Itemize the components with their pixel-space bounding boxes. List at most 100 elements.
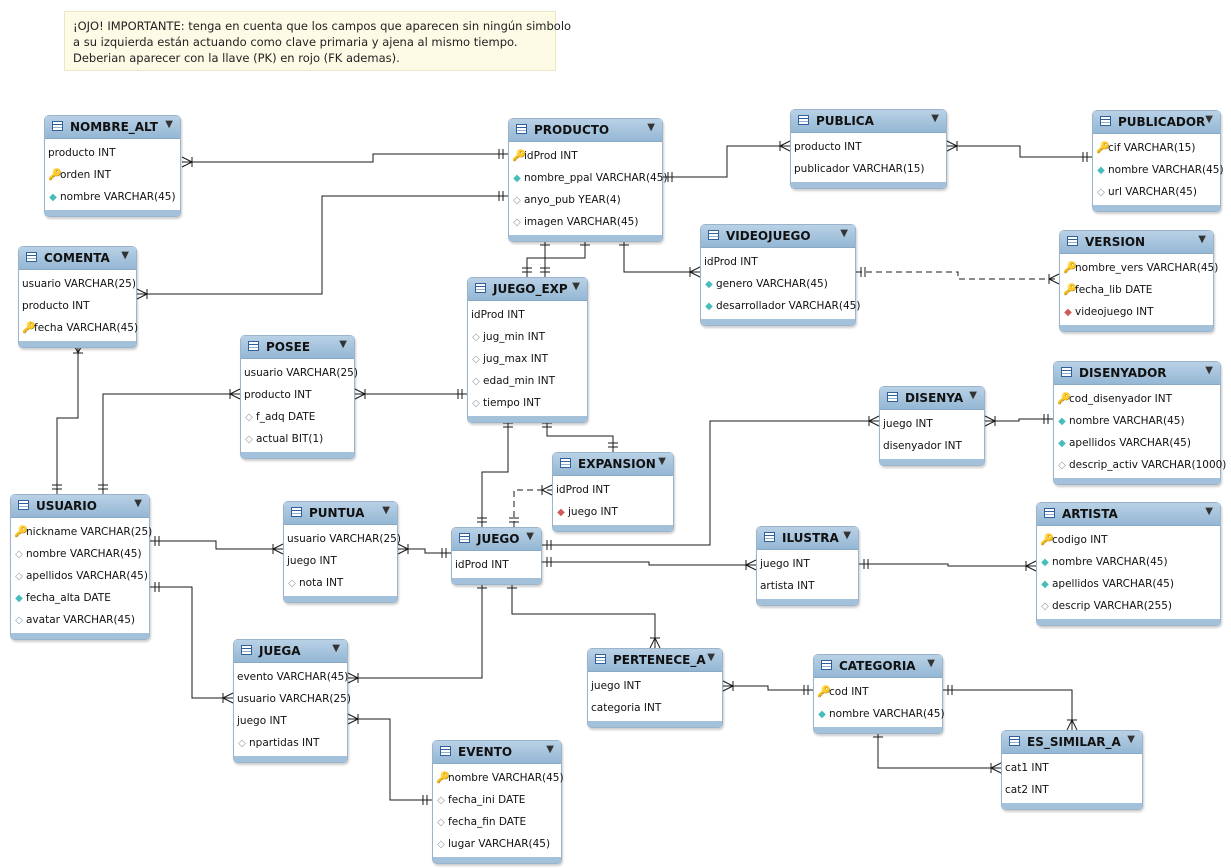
column-row[interactable]: juego INT xyxy=(234,710,347,732)
table-evento[interactable]: EVENTO▼ 🔑nombre VARCHAR(45)◇fecha_ini DAT… xyxy=(432,740,564,864)
column-row[interactable]: 🔑cif VARCHAR(15) xyxy=(1093,137,1220,159)
table-nombre-alt[interactable]: NOMBRE_ALT▼ producto INT🔑orden INT◆nombre… xyxy=(44,115,181,217)
column-row[interactable]: ◇actual BIT(1) xyxy=(241,428,354,450)
column-row[interactable]: categoria INT xyxy=(588,697,722,719)
table-header[interactable]: PUBLICADOR▼ xyxy=(1093,111,1220,134)
column-row[interactable]: ◇npartidas INT xyxy=(234,732,347,754)
table-header[interactable]: PUNTUA▼ xyxy=(284,502,397,525)
table-producto[interactable]: PRODUCTO▼🔑idProd INT◆nombre_ppal VARCHAR… xyxy=(508,118,668,242)
column-row[interactable]: usuario VARCHAR(25) xyxy=(234,688,351,710)
table-disenyador[interactable]: DISENYADOR▼🔑cod_disenyador INT◆nombre VA… xyxy=(1053,361,1226,485)
column-row[interactable]: ◆genero VARCHAR(45) xyxy=(701,273,855,295)
column-row[interactable]: ◇anyo_pub YEAR(4) xyxy=(509,189,662,211)
column-row[interactable]: cat1 INT xyxy=(1002,757,1142,779)
table-header[interactable]: NOMBRE_ALT▼ xyxy=(45,116,180,139)
column-row[interactable]: ◆nombre VARCHAR(45) xyxy=(1037,551,1220,573)
column-row[interactable]: ◆nombre VARCHAR(45) xyxy=(45,186,180,208)
column-row[interactable]: ◆nombre VARCHAR(45) xyxy=(814,703,944,725)
column-row[interactable]: usuario VARCHAR(25) xyxy=(19,273,136,295)
column-row[interactable]: ◆juego INT xyxy=(553,501,673,523)
collapse-arrow-icon[interactable]: ▼ xyxy=(1205,114,1213,125)
table-header[interactable]: ILUSTRA▼ xyxy=(757,527,858,550)
collapse-arrow-icon[interactable]: ▼ xyxy=(1127,734,1135,745)
collapse-arrow-icon[interactable]: ▼ xyxy=(165,119,173,130)
table-version[interactable]: VERSION▼ 🔑nombre_vers VARCHAR(45)🔑fecha_l… xyxy=(1059,230,1218,332)
column-row[interactable]: ◆apellidos VARCHAR(45) xyxy=(1054,432,1220,454)
column-row[interactable]: disenyador INT xyxy=(880,435,984,457)
collapse-arrow-icon[interactable]: ▼ xyxy=(927,658,935,669)
collapse-arrow-icon[interactable]: ▼ xyxy=(1205,506,1213,517)
table-header[interactable]: VIDEOJUEGO▼ xyxy=(701,225,855,248)
table-header[interactable]: VERSION▼ xyxy=(1060,231,1213,254)
column-row[interactable]: idProd INT xyxy=(452,554,541,576)
column-row[interactable]: ◇descrip_activ VARCHAR(1000) xyxy=(1054,454,1226,476)
table-juego-exp[interactable]: JUEGO_EXP▼ idProd INT◇jug_min INT◇jug_max… xyxy=(467,277,588,423)
column-row[interactable]: cat2 INT xyxy=(1002,779,1142,801)
table-header[interactable]: PUBLICA▼ xyxy=(791,110,946,133)
column-row[interactable]: 🔑codigo INT xyxy=(1037,529,1220,551)
table-header[interactable]: EVENTO▼ xyxy=(433,741,561,764)
column-row[interactable]: producto INT xyxy=(45,142,180,164)
table-usuario[interactable]: USUARIO▼🔑nickname VARCHAR(25)◇nombre VAR… xyxy=(10,494,152,640)
column-row[interactable]: ◇fecha_ini DATE xyxy=(433,789,561,811)
column-row[interactable]: 🔑orden INT xyxy=(45,164,180,186)
column-row[interactable]: ◆desarrollador VARCHAR(45) xyxy=(701,295,860,317)
collapse-arrow-icon[interactable]: ▼ xyxy=(1205,365,1213,376)
column-row[interactable]: artista INT xyxy=(757,575,858,597)
column-row[interactable]: 🔑nombre_vers VARCHAR(45) xyxy=(1060,257,1218,279)
collapse-arrow-icon[interactable]: ▼ xyxy=(969,390,977,401)
table-header[interactable]: JUEGA▼ xyxy=(234,640,347,663)
column-row[interactable]: 🔑fecha_lib DATE xyxy=(1060,279,1213,301)
collapse-arrow-icon[interactable]: ▼ xyxy=(840,228,848,239)
column-row[interactable]: producto INT xyxy=(19,295,136,317)
table-header[interactable]: ARTISTA▼ xyxy=(1037,503,1220,526)
column-row[interactable]: ◇f_adq DATE xyxy=(241,406,354,428)
column-row[interactable]: usuario VARCHAR(25) xyxy=(284,528,401,550)
collapse-arrow-icon[interactable]: ▼ xyxy=(843,530,851,541)
table-juego[interactable]: JUEGO▼idProd INT xyxy=(451,527,542,585)
column-row[interactable]: ◇jug_max INT xyxy=(468,348,587,370)
collapse-arrow-icon[interactable]: ▼ xyxy=(121,250,129,261)
column-row[interactable]: 🔑fecha VARCHAR(45) xyxy=(19,317,138,339)
column-row[interactable]: ◆nombre VARCHAR(45) xyxy=(1054,410,1220,432)
column-row[interactable]: ◆fecha_alta DATE xyxy=(11,587,149,609)
collapse-arrow-icon[interactable]: ▼ xyxy=(707,652,715,663)
column-row[interactable]: ◇nombre VARCHAR(45) xyxy=(11,543,149,565)
column-row[interactable]: ◆apellidos VARCHAR(45) xyxy=(1037,573,1220,595)
table-header[interactable]: PRODUCTO▼ xyxy=(509,119,662,142)
column-row[interactable]: ◇nota INT xyxy=(284,572,397,594)
table-juega[interactable]: JUEGA▼ evento VARCHAR(45)usuario VARCHAR(… xyxy=(233,639,351,763)
collapse-arrow-icon[interactable]: ▼ xyxy=(382,505,390,516)
table-header[interactable]: PERTENECE_A▼ xyxy=(588,649,722,672)
table-header[interactable]: JUEGO_EXP▼ xyxy=(468,278,587,301)
collapse-arrow-icon[interactable]: ▼ xyxy=(658,456,666,467)
table-header[interactable]: DISENYA▼ xyxy=(880,387,984,410)
column-row[interactable]: idProd INT xyxy=(701,251,855,273)
column-row[interactable]: juego INT xyxy=(284,550,397,572)
column-row[interactable]: ◇url VARCHAR(45) xyxy=(1093,181,1220,203)
column-row[interactable]: ◆videojuego INT xyxy=(1060,301,1213,323)
column-row[interactable]: usuario VARCHAR(25) xyxy=(241,362,358,384)
table-videojuego[interactable]: VIDEOJUEGO▼ idProd INT◆genero VARCHAR(45)… xyxy=(700,224,860,326)
column-row[interactable]: ◇lugar VARCHAR(45) xyxy=(433,833,561,855)
column-row[interactable]: ◆nombre VARCHAR(45) xyxy=(1093,159,1223,181)
column-row[interactable]: producto INT xyxy=(241,384,354,406)
column-row[interactable]: juego INT xyxy=(588,675,722,697)
column-row[interactable]: ◇jug_min INT xyxy=(468,326,587,348)
column-row[interactable]: 🔑idProd INT xyxy=(509,145,662,167)
column-row[interactable]: idProd INT xyxy=(468,304,587,326)
column-row[interactable]: 🔑nombre VARCHAR(45) xyxy=(433,767,564,789)
column-row[interactable]: ◇imagen VARCHAR(45) xyxy=(509,211,662,233)
collapse-arrow-icon[interactable]: ▼ xyxy=(647,122,655,133)
column-row[interactable]: 🔑nickname VARCHAR(25) xyxy=(11,521,152,543)
column-row[interactable]: evento VARCHAR(45) xyxy=(234,666,348,688)
table-comenta[interactable]: COMENTA▼usuario VARCHAR(25)producto INT🔑… xyxy=(18,246,138,348)
table-publicador[interactable]: PUBLICADOR▼ 🔑cif VARCHAR(15)◆nombre VARCH… xyxy=(1092,110,1224,212)
collapse-arrow-icon[interactable]: ▼ xyxy=(134,498,142,509)
column-row[interactable]: 🔑cod INT xyxy=(814,681,942,703)
table-header[interactable]: DISENYADOR▼ xyxy=(1054,362,1220,385)
